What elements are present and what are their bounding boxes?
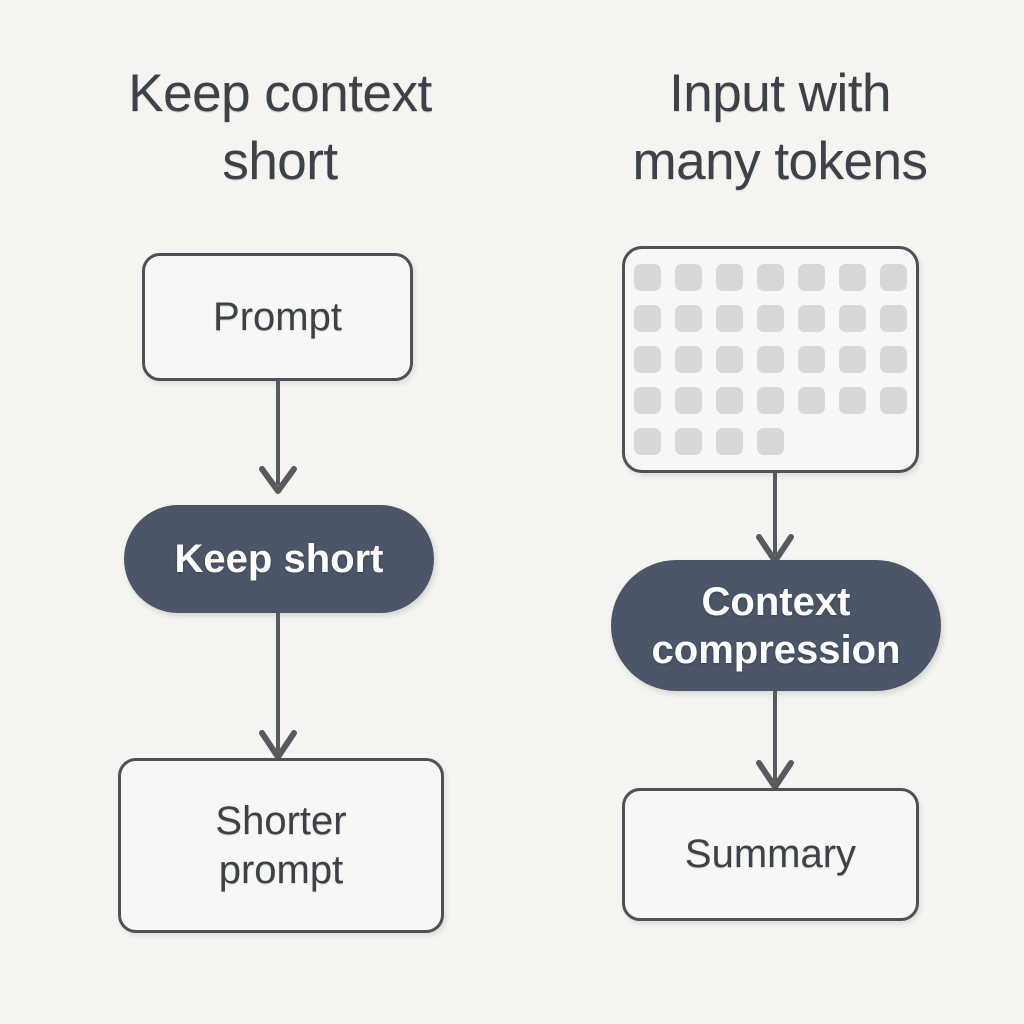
token-box[interactable] xyxy=(622,246,919,473)
column-title-left: Keep context short xyxy=(128,64,432,191)
token-cell xyxy=(798,264,825,291)
context-compression-pill[interactable]: Context compression xyxy=(611,560,941,691)
arrow-prompt-to-keep-short xyxy=(258,381,298,501)
token-cell xyxy=(634,428,661,455)
token-cell xyxy=(839,387,866,414)
token-cell xyxy=(757,387,784,414)
summary-box[interactable]: Summary xyxy=(622,788,919,921)
token-cell xyxy=(880,346,907,373)
token-cell xyxy=(675,428,702,455)
token-cell xyxy=(634,387,661,414)
token-cell xyxy=(839,346,866,373)
token-cell xyxy=(839,264,866,291)
token-cell xyxy=(757,305,784,332)
token-cell xyxy=(675,305,702,332)
token-cell xyxy=(757,346,784,373)
token-cell xyxy=(675,264,702,291)
token-cell xyxy=(675,346,702,373)
token-cell xyxy=(798,346,825,373)
keep-short-pill-label: Keep short xyxy=(174,537,384,581)
shorter-prompt-box[interactable]: Shorter prompt xyxy=(118,758,444,933)
token-cell xyxy=(675,387,702,414)
token-cell xyxy=(880,387,907,414)
column-title-right: Input with many tokens xyxy=(632,64,928,191)
arrow-tokens-to-compression xyxy=(755,473,795,568)
token-cell xyxy=(839,305,866,332)
token-cell xyxy=(634,305,661,332)
token-cell xyxy=(798,305,825,332)
context-compression-pill-label: Context compression xyxy=(651,579,901,672)
token-cell xyxy=(634,264,661,291)
token-cell xyxy=(798,387,825,414)
arrow-keep-short-to-shorter-prompt xyxy=(258,613,298,763)
token-cell xyxy=(716,428,743,455)
arrow-compression-to-summary xyxy=(755,691,795,793)
token-cell xyxy=(716,387,743,414)
keep-short-pill[interactable]: Keep short xyxy=(124,505,434,613)
token-cell xyxy=(880,305,907,332)
token-cell xyxy=(716,264,743,291)
token-cell xyxy=(757,428,784,455)
token-cell xyxy=(716,305,743,332)
prompt-box[interactable]: Prompt xyxy=(142,253,413,381)
token-grid xyxy=(634,264,907,455)
token-cell xyxy=(757,264,784,291)
token-cell xyxy=(880,264,907,291)
token-cell xyxy=(634,346,661,373)
token-cell xyxy=(716,346,743,373)
